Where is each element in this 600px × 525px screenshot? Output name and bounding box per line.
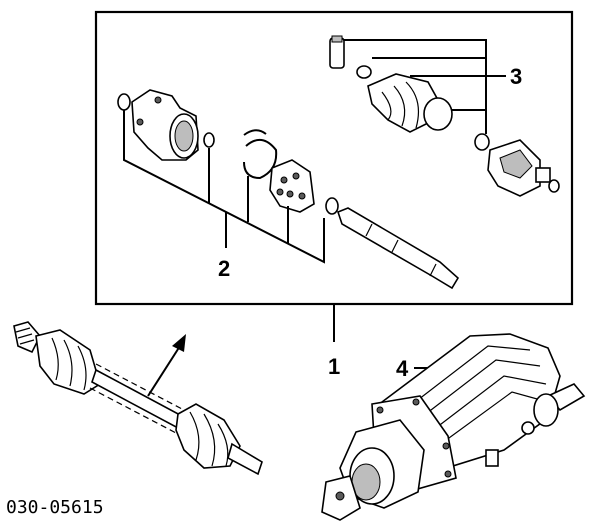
inner-joint-housing [487,139,551,197]
boot-clamp-large [423,97,453,131]
snap-ring-small [203,132,215,148]
grease-tube [329,35,345,69]
outer-joint-housing [131,89,199,161]
differential-assembly [321,333,586,521]
tripod-bearing [269,159,315,213]
axle-assembly [13,321,263,476]
callout-2-bracket [123,110,325,264]
callout-1: 1 [328,354,340,379]
boot-clamp-small [356,65,372,79]
shaft-highlight [89,363,185,435]
snap-ring-large [117,93,131,111]
callout-3-bracket [344,39,506,134]
callout-3: 3 [510,64,522,89]
figure-code: 030-05615 [6,497,104,518]
cv-boot [367,73,439,133]
callout-4: 4 [396,356,409,381]
reference-arrow [147,334,186,397]
retaining-clip [548,179,560,193]
drive-shaft [337,207,460,290]
boot-band-open [243,129,267,136]
callout-2: 2 [218,256,230,281]
o-ring [474,133,490,151]
circlip [325,197,339,215]
